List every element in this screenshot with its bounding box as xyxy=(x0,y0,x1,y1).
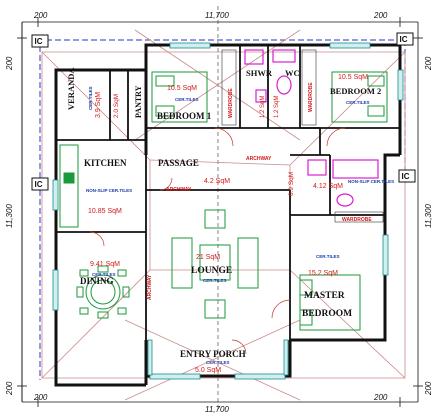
room-area-bedroom1: 10.5 SqM xyxy=(167,85,197,92)
room-area-porch: 5.0 SqM xyxy=(195,367,221,374)
room-area-passage: 4.2 SqM xyxy=(204,178,230,185)
room-finish-porch: CER.TILES xyxy=(206,360,230,365)
room-finish-ensuite: NON-SLIP CER.TILES xyxy=(348,179,394,184)
room-name-bedroom1: BEDROOM 1 xyxy=(157,111,212,121)
room-area-shwr: 1.2 SqM xyxy=(260,96,266,118)
room-name-wc: WC xyxy=(285,68,300,78)
interior-walls xyxy=(56,45,400,340)
room-name-shwr: SHWR xyxy=(246,68,273,78)
wardrobe-label-2: WARDROBE xyxy=(308,82,314,112)
dim-left-top: 200 xyxy=(5,56,14,71)
wardrobe-label-3: WARDROBE xyxy=(342,217,372,223)
room-name-pantry: PANTRY xyxy=(134,85,143,118)
dim-bottom-center: 11,700 xyxy=(205,405,229,414)
room-area-lounge: 21 SqM xyxy=(196,254,220,261)
sanitary xyxy=(244,49,379,207)
ic-marker-4: IC xyxy=(402,172,410,181)
dim-top-left: 200 xyxy=(33,11,48,20)
ic-marker-1: IC xyxy=(35,37,43,46)
furniture xyxy=(59,71,388,331)
room-name-dining: DINING xyxy=(80,276,114,286)
room-finish-bedroom1: CER.TILES xyxy=(175,97,199,102)
room-area-wc: 1.2 SqM xyxy=(274,96,280,118)
ic-marker-3: IC xyxy=(35,180,43,189)
room-finish-master: CER.TILES xyxy=(316,254,340,259)
room-area-veranda: 3.9 SqM xyxy=(95,92,102,118)
room-area-bedroom2: 10.5 SqM xyxy=(338,74,368,81)
room-name-lounge: LOUNGE xyxy=(191,266,232,276)
dim-right-bottom: 200 xyxy=(424,381,433,396)
room-name-master: MASTER xyxy=(304,291,345,301)
room-name-kitchen: KITCHEN xyxy=(84,158,127,168)
windows xyxy=(52,42,404,380)
dim-bottom-right: 200 xyxy=(373,393,388,402)
room-area-master: 15.2 SqM xyxy=(308,270,338,277)
archway-label-3: ARCHWAY xyxy=(147,274,153,300)
dim-top-center: 11,700 xyxy=(205,11,229,20)
room-finish-kitchen: NON-SLIP CER.TILES xyxy=(86,188,132,193)
dim-top-right: 200 xyxy=(373,11,388,20)
dim-bottom-left: 200 xyxy=(33,393,48,402)
doors xyxy=(89,127,346,355)
archway-label-2: ARCHWAY xyxy=(246,156,272,162)
room-area-kitchen: 10.85 SqM xyxy=(88,208,122,215)
room-area-lobby: 0.9 SqM xyxy=(288,172,295,196)
room-name-passage: PASSAGE xyxy=(158,158,199,168)
room-name-porch: ENTRY PORCH xyxy=(180,349,246,359)
room-name-veranda: VERANDA xyxy=(66,67,76,110)
ic-markers: IC IC IC IC xyxy=(31,32,416,191)
dim-right-top: 200 xyxy=(424,56,433,71)
room-name-bedroom2: BEDROOM 2 xyxy=(330,86,381,96)
archway-label-1: ARCHWAY xyxy=(166,187,192,193)
wardrobe-label-1: WARDROBE xyxy=(228,88,234,118)
room-area-pantry: 2.0 SqM xyxy=(113,94,120,118)
room-area-dining: 9.41 SqM xyxy=(90,261,120,268)
ic-marker-2: IC xyxy=(400,35,408,44)
dim-right-center: 11,300 xyxy=(424,204,433,228)
room-finish-bedroom2: CER.TILES xyxy=(346,100,370,105)
wardrobes xyxy=(221,49,384,223)
room-finish-lounge: CER.TILES xyxy=(203,278,227,283)
room-finish-dining: CER.TILES xyxy=(92,272,116,277)
dim-left-center: 11,300 xyxy=(5,204,14,228)
dim-left-bottom: 200 xyxy=(5,381,14,396)
room-name-master-2: BEDROOM xyxy=(302,309,352,319)
room-finish-veranda: CER.TILES xyxy=(88,86,93,110)
room-area-ensuite: 4.12 SqM xyxy=(313,183,343,190)
